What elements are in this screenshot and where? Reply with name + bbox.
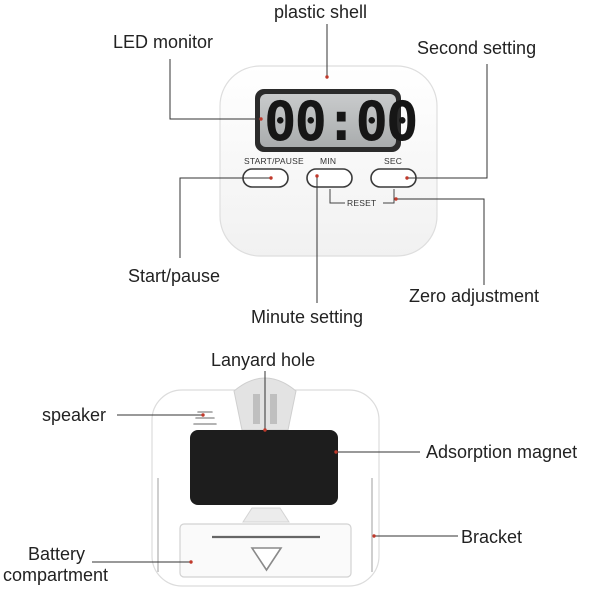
bracket-hinge xyxy=(242,507,290,523)
dot-bracket xyxy=(372,534,376,538)
sec-button-label: SEC xyxy=(384,156,403,166)
label-bracket: Bracket xyxy=(461,527,523,547)
leader-second-setting xyxy=(408,64,488,179)
min-button[interactable] xyxy=(306,168,353,188)
label-start-pause: Start/pause xyxy=(128,266,221,286)
label-battery-compartment-line2: compartment xyxy=(3,565,109,585)
lcd-display-value: 00:00 xyxy=(264,90,419,153)
label-led-monitor: LED monitor xyxy=(113,32,214,52)
leader-led-monitor xyxy=(169,59,260,120)
label-minute-setting: Minute setting xyxy=(251,307,364,327)
label-second-setting: Second setting xyxy=(417,38,537,58)
leader-zero-adjustment xyxy=(396,198,485,285)
start-pause-button-label: START/PAUSE xyxy=(244,156,304,166)
adsorption-magnet xyxy=(190,430,338,505)
label-plastic-shell: plastic shell xyxy=(274,2,368,22)
label-speaker: speaker xyxy=(42,405,107,425)
label-adsorption-magnet: Adsorption magnet xyxy=(426,442,578,462)
dot-plastic-shell xyxy=(325,75,329,79)
reset-bracket xyxy=(329,189,395,204)
dot-led-monitor xyxy=(259,117,263,121)
leader-start-pause xyxy=(179,177,270,258)
dot-start-pause xyxy=(269,176,273,180)
dot-battery-compartment xyxy=(189,560,193,564)
dot-zero-adjustment xyxy=(394,197,398,201)
lanyard-post-left xyxy=(253,394,260,424)
dot-second-setting xyxy=(405,176,409,180)
reset-label: RESET xyxy=(347,198,377,208)
dot-lanyard-hole xyxy=(263,428,267,432)
min-button-label: MIN xyxy=(320,156,337,166)
label-zero-adjustment: Zero adjustment xyxy=(409,286,540,306)
lcd-screen xyxy=(260,94,396,147)
lanyard-post-right xyxy=(270,394,277,424)
dot-speaker xyxy=(201,413,205,417)
label-battery-compartment-line1: Battery xyxy=(28,544,86,564)
battery-arrow-icon xyxy=(250,547,283,572)
dot-adsorption-magnet xyxy=(334,450,338,454)
dot-minute-setting xyxy=(315,174,319,178)
label-lanyard-hole: Lanyard hole xyxy=(211,350,316,370)
